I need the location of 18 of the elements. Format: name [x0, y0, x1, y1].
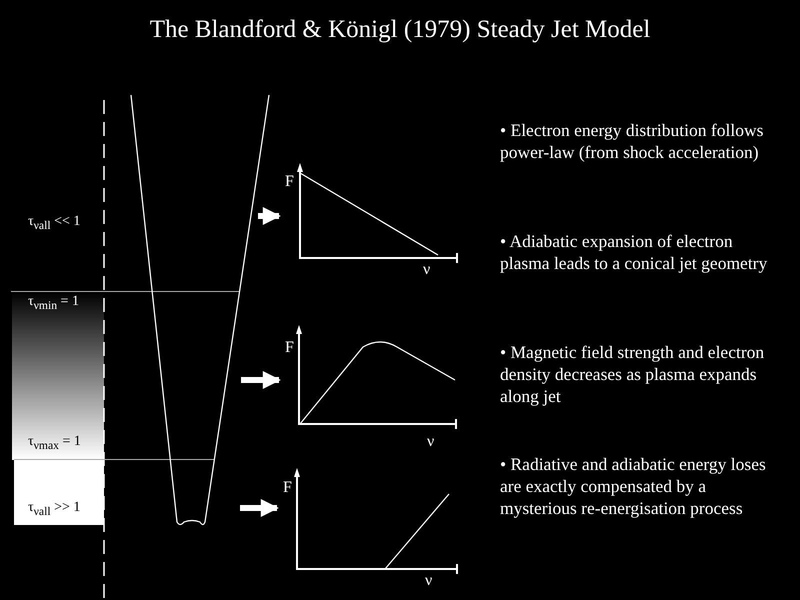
bullet-point: • Electron energy distribution follows power-law (from shock acceleration)	[500, 119, 764, 163]
optical-depth-label: τ$_{νmin}$ = 1	[28, 294, 79, 312]
optical-depth-label: τ$_{νall}$ >> 1	[28, 500, 80, 518]
axis-label: ν	[423, 262, 430, 278]
bullet-point: • Radiative and adiabatic energy loses are exactly compensated by a mysterious re-energisation process	[500, 453, 767, 519]
axis-label: ν	[425, 573, 432, 589]
optical-depth-label: τ$_{νall}$ << 1	[28, 214, 80, 232]
axis-label: F	[285, 174, 294, 190]
title: The Blandford & Königl (1979) Steady Jet Model	[148, 16, 652, 44]
arrow	[240, 499, 279, 517]
arrow	[241, 371, 281, 389]
axis-label: ν	[427, 434, 434, 450]
optical-depth-label: τ$_{νmax}$ = 1	[28, 434, 81, 452]
axis-label: F	[285, 340, 294, 356]
arrow	[258, 207, 281, 225]
bullet-point: • Adiabatic expansion of electron plasma leads to a conical jet geometry	[500, 230, 768, 274]
axis-label: F	[283, 480, 292, 496]
bullet-point: • Magnetic field strength and electron density decreases as plasma expands along jet	[500, 341, 766, 407]
